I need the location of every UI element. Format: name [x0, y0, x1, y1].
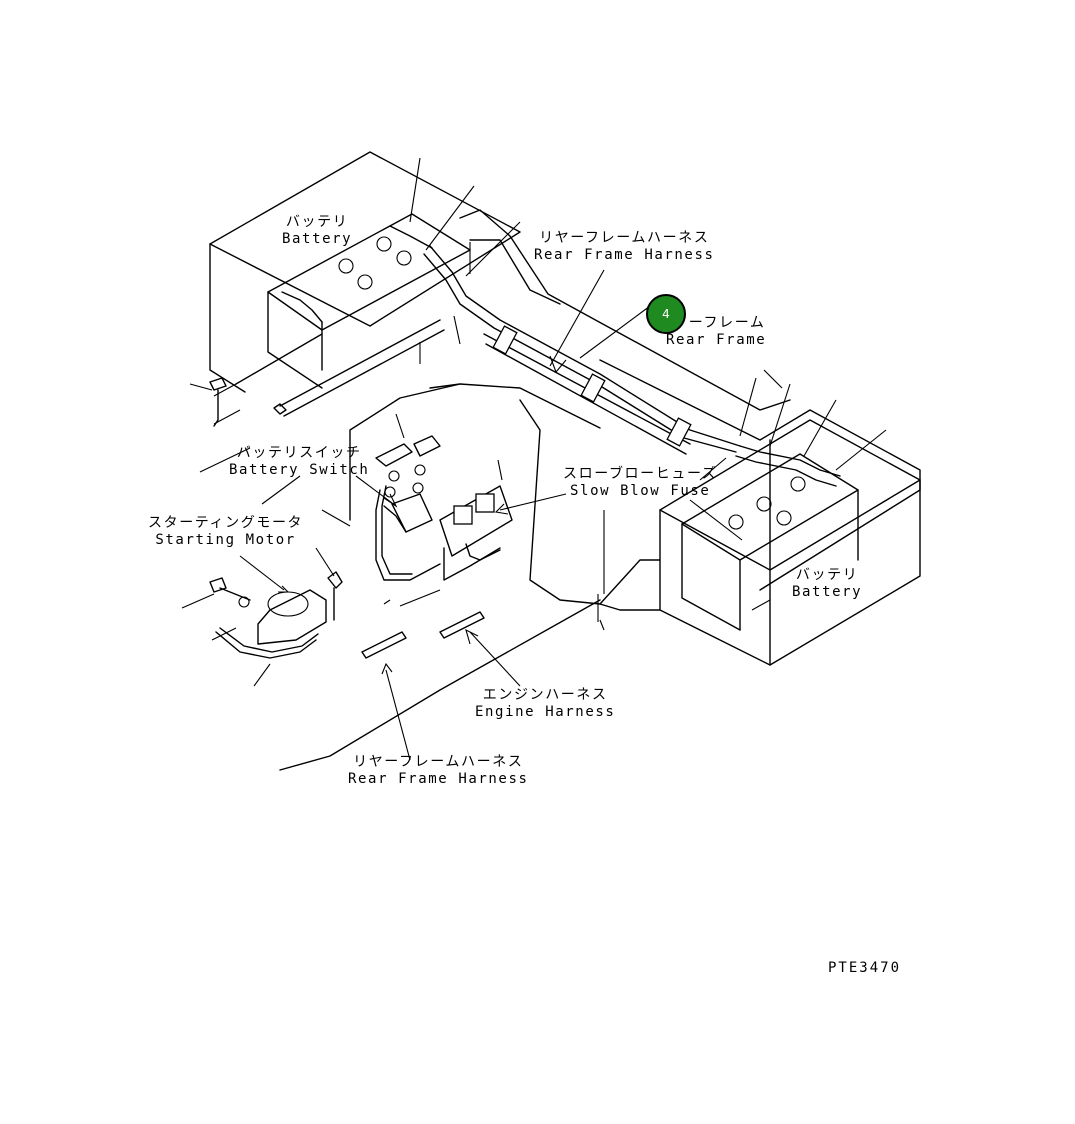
starting-motor-label-en: Starting Motor — [155, 532, 296, 548]
battery-right-label: バッテリ Battery — [792, 567, 862, 601]
slow-blow-fuse-label: スローブローヒューズ Slow Blow Fuse — [563, 466, 717, 500]
battery-switch-label-en: Battery Switch — [229, 462, 370, 478]
starting-motor-label: スターティングモータ Starting Motor — [148, 515, 303, 549]
callout-badge-number: 4 — [662, 307, 670, 321]
left-battery — [209, 151, 521, 393]
rear-frame-harness-bottom-label-ja: リヤーフレームハーネス — [353, 754, 524, 770]
battery-left-label-ja: バッテリ — [285, 214, 349, 230]
starting-motor-label-ja: スターティングモータ — [148, 515, 304, 531]
starting-motor-assembly — [209, 377, 343, 659]
battery-left-label-en: Battery — [282, 231, 353, 247]
battery-switch-assembly — [375, 435, 441, 581]
right-battery — [659, 419, 921, 666]
battery-switch-label: バッテリスイッチ Battery Switch — [229, 445, 369, 479]
slow-blow-fuse-assembly — [439, 485, 513, 581]
rear-frame-harness-top-label: リヤーフレームハーネス Rear Frame Harness — [534, 230, 715, 264]
rear-frame-label-en: Rear Frame — [666, 332, 767, 348]
rear-frame-harness-top — [279, 245, 841, 487]
slow-blow-fuse-label-en: Slow Blow Fuse — [570, 483, 711, 499]
battery-right-label-en: Battery — [792, 584, 863, 600]
engine-harness-label: エンジンハーネス Engine Harness — [475, 687, 615, 721]
leader-lines — [181, 157, 887, 761]
drawing-code: PTE3470 — [828, 960, 902, 976]
rear-frame-harness-top-label-en: Rear Frame Harness — [534, 247, 715, 263]
engine-harness-label-en: Engine Harness — [475, 704, 616, 720]
harness-connectors-bottom — [361, 611, 485, 659]
rear-frame-harness-top-label-ja: リヤーフレームハーネス — [539, 230, 710, 246]
battery-switch-label-ja: バッテリスイッチ — [236, 445, 362, 461]
rear-frame-label: ーフレーム Rear Frame — [666, 315, 766, 349]
rear-frame-harness-bottom-label-en: Rear Frame Harness — [348, 771, 529, 787]
slow-blow-fuse-label-ja: スローブローヒューズ — [563, 466, 718, 482]
engine-harness-label-ja: エンジンハーネス — [482, 687, 608, 703]
battery-right-label-ja: バッテリ — [795, 567, 859, 583]
rear-frame-harness-bottom-label: リヤーフレームハーネス Rear Frame Harness — [348, 754, 529, 788]
battery-left-label: バッテリ Battery — [282, 214, 352, 248]
callout-badge-4[interactable]: 4 — [646, 294, 686, 334]
rear-frame-label-ja: ーフレーム — [688, 315, 766, 331]
frame-structure — [279, 209, 921, 771]
